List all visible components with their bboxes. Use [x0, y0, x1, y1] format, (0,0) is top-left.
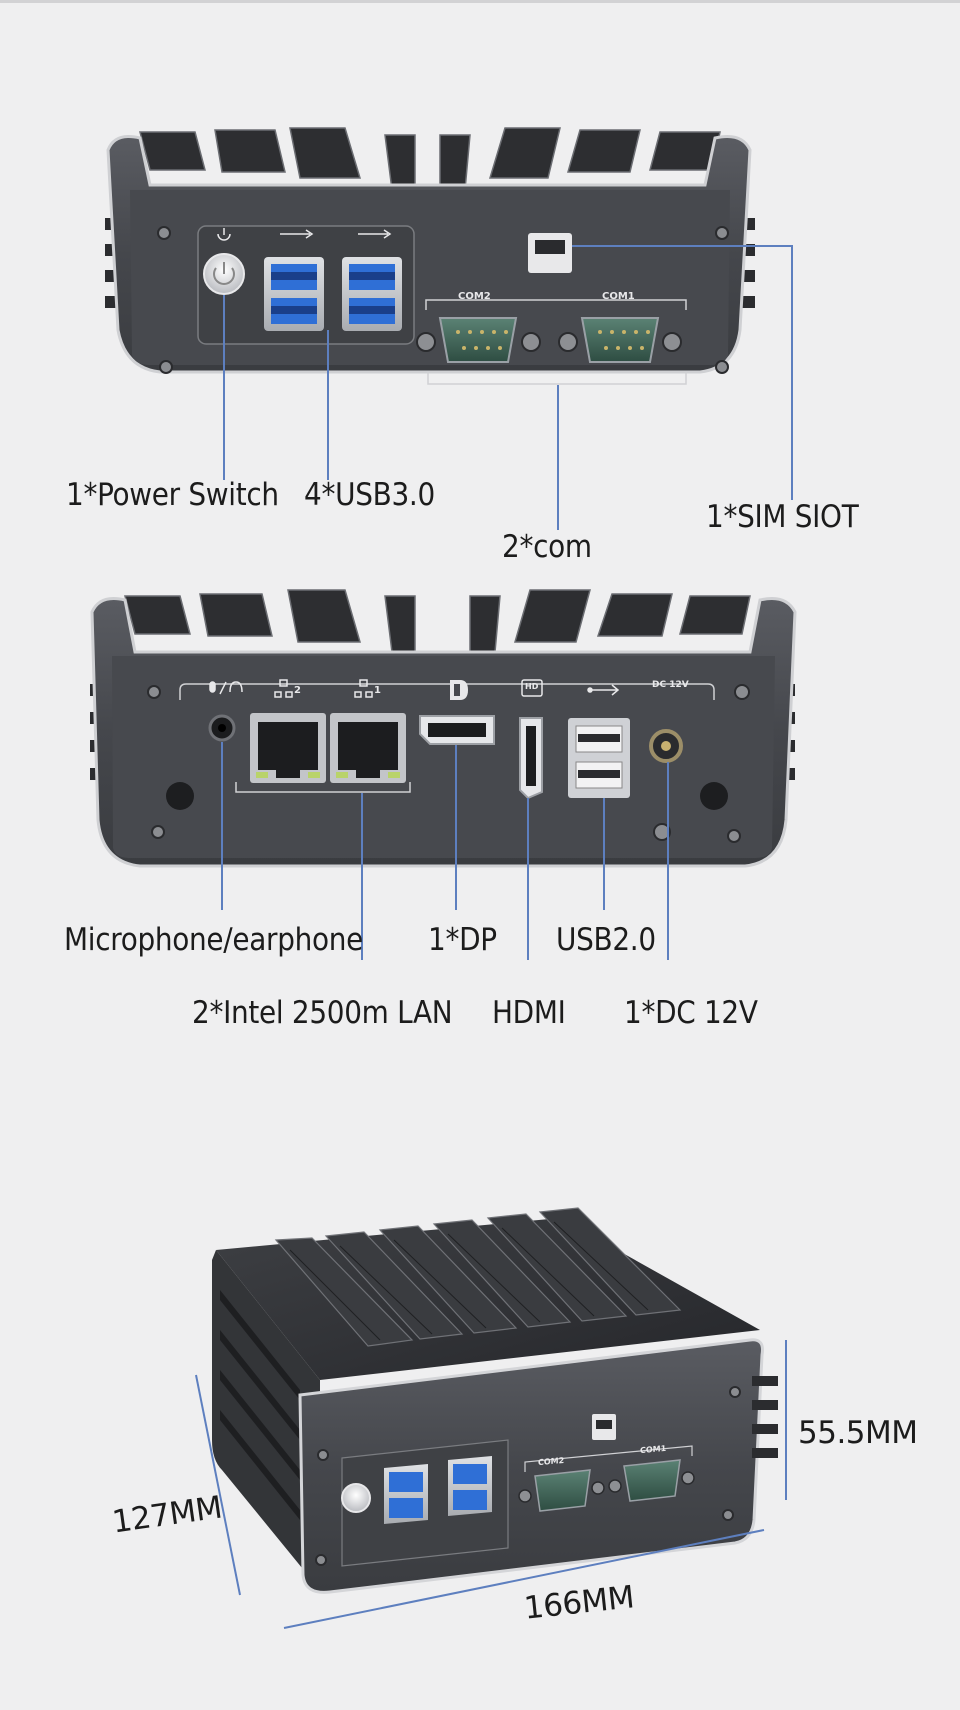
- front-panel-device: [90, 589, 797, 960]
- dc-port-label: DC 12V: [652, 680, 689, 690]
- com1-port-label: COM1: [602, 291, 635, 302]
- lan1-port-label: 1: [374, 685, 381, 696]
- network-icon: [274, 679, 373, 698]
- rear-panel-device: [105, 127, 793, 530]
- usb3-label: 4*USB3.0: [304, 477, 435, 513]
- hdmi-label: HDMI: [492, 995, 566, 1031]
- usb2-label: USB2.0: [556, 922, 656, 958]
- displayport-icon: [450, 680, 468, 700]
- com-ports: [416, 317, 682, 363]
- iso-com-ports: [518, 1459, 695, 1512]
- lan2-port-label: 2: [294, 685, 301, 696]
- usb-ss-icon: [280, 229, 392, 239]
- power-icon: [203, 228, 245, 295]
- mic-earphone-label: Microphone/earphone: [64, 922, 363, 958]
- rear-callout-lines: [223, 245, 793, 530]
- lan-label: 2*Intel 2500m LAN: [192, 995, 453, 1031]
- mic-headphone-icon: [209, 681, 243, 695]
- hdmi-icon: [521, 679, 543, 697]
- com-label: 2*com: [502, 529, 592, 565]
- top-divider: [0, 0, 960, 3]
- iso-usb3-ports: [384, 1456, 492, 1524]
- power-switch-label: 1*Power Switch: [66, 477, 279, 513]
- sim-slot-label: 1*SIM SIOT: [706, 499, 859, 535]
- height-dimension: 55.5MM: [798, 1415, 918, 1451]
- com2-port-label: COM2: [458, 291, 491, 302]
- usb2-ports: [568, 718, 630, 798]
- hdmi-port: [519, 717, 543, 800]
- front-callout-lines: [221, 742, 669, 960]
- dc-label: 1*DC 12V: [624, 995, 758, 1031]
- dp-port: [419, 715, 495, 745]
- hdmi-port-label: HD: [525, 682, 539, 691]
- lan-ports: [250, 713, 406, 783]
- usb3-ports: [264, 257, 402, 331]
- usb-icon: [587, 684, 620, 696]
- dp-label: 1*DP: [428, 922, 497, 958]
- isometric-device: [195, 1207, 787, 1629]
- sim-slot: [528, 233, 572, 273]
- dimension-lines: [195, 1340, 787, 1629]
